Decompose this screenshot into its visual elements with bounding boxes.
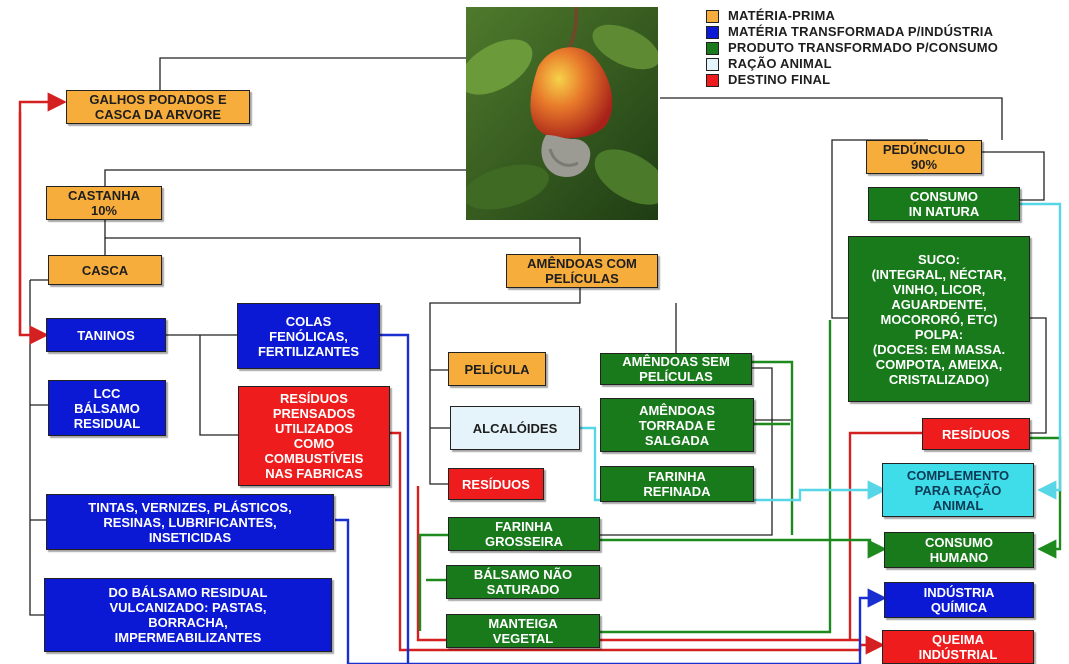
legend-swatch [706, 74, 719, 87]
legend-label: DESTINO FINAL [728, 72, 831, 87]
node-residuos-middle: RESÍDUOS [448, 468, 544, 500]
node-pedunculo: PEDÚNCULO 90% [866, 140, 982, 174]
node-complemento-racao: COMPLEMENTO PARA RAÇÃO ANIMAL [882, 463, 1034, 517]
node-casca: CASCA [48, 255, 162, 285]
node-farinha-refinada: FARINHA REFINADA [600, 466, 754, 502]
legend-swatch [706, 42, 719, 55]
legend-label: MATÉRIA TRANSFORMADA P/INDÚSTRIA [728, 24, 994, 39]
legend-label: PRODUTO TRANSFORMADO P/CONSUMO [728, 40, 999, 55]
node-amendoas-torrada-salgada: AMÊNDOAS TORRADA E SALGADA [600, 398, 754, 452]
legend-item-destino-final: DESTINO FINAL [706, 72, 1066, 88]
node-amendoas-com-peliculas: AMÊNDOAS COM PELÍCULAS [506, 254, 658, 288]
node-residuos-prensados: RESÍDUOS PRENSADOS UTILIZADOS COMO COMBU… [238, 386, 390, 486]
node-taninos: TANINOS [46, 318, 166, 352]
node-farinha-grosseira: FARINHA GROSSEIRA [448, 517, 600, 551]
legend-swatch [706, 58, 719, 71]
node-suco-polpa: SUCO: (INTEGRAL, NÉCTAR, VINHO, LICOR, A… [848, 236, 1030, 402]
legend-item-racao-animal: RAÇÃO ANIMAL [706, 56, 1066, 72]
legend-item-produto-transformado: PRODUTO TRANSFORMADO P/CONSUMO [706, 40, 1066, 56]
node-alcaloides: ALCALÓIDES [450, 406, 580, 450]
legend-swatch [706, 26, 719, 39]
node-manteiga-vegetal: MANTEIGA VEGETAL [446, 614, 600, 648]
node-amendoas-sem-peliculas: AMÊNDOAS SEM PELÍCULAS [600, 353, 752, 385]
cashew-fruit-photo [466, 7, 658, 220]
legend-label: RAÇÃO ANIMAL [728, 56, 832, 71]
node-industria-quimica: INDÚSTRIA QUÍMICA [884, 582, 1034, 618]
legend-item-materia-transformada: MATÉRIA TRANSFORMADA P/INDÚSTRIA [706, 24, 1066, 40]
node-castanha: CASTANHA 10% [46, 186, 162, 220]
legend-label: MATÉRIA-PRIMA [728, 8, 836, 23]
node-balsamo-vulcanizado: DO BÁLSAMO RESIDUAL VULCANIZADO: PASTAS,… [44, 578, 332, 652]
node-pelicula: PELÍCULA [448, 352, 546, 386]
node-lcc-balsamo-residual: LCC BÁLSAMO RESIDUAL [48, 380, 166, 436]
node-consumo-in-natura: CONSUMO IN NATURA [868, 187, 1020, 221]
node-consumo-humano: CONSUMO HUMANO [884, 532, 1034, 568]
legend-swatch [706, 10, 719, 23]
node-colas-fenolicas: COLAS FENÓLICAS, FERTILIZANTES [237, 303, 380, 369]
node-galhos-podados: GALHOS PODADOS E CASCA DA ARVORE [66, 90, 250, 124]
legend-item-materia-prima: MATÉRIA-PRIMA [706, 8, 1066, 24]
node-residuos-right: RESÍDUOS [922, 418, 1030, 450]
node-balsamo-nao-saturado: BÁLSAMO NÃO SATURADO [446, 565, 600, 599]
node-queima-industrial: QUEIMA INDÚSTRIAL [882, 630, 1034, 664]
node-tintas-vernizes: TINTAS, VERNIZES, PLÁSTICOS, RESINAS, LU… [46, 494, 334, 550]
